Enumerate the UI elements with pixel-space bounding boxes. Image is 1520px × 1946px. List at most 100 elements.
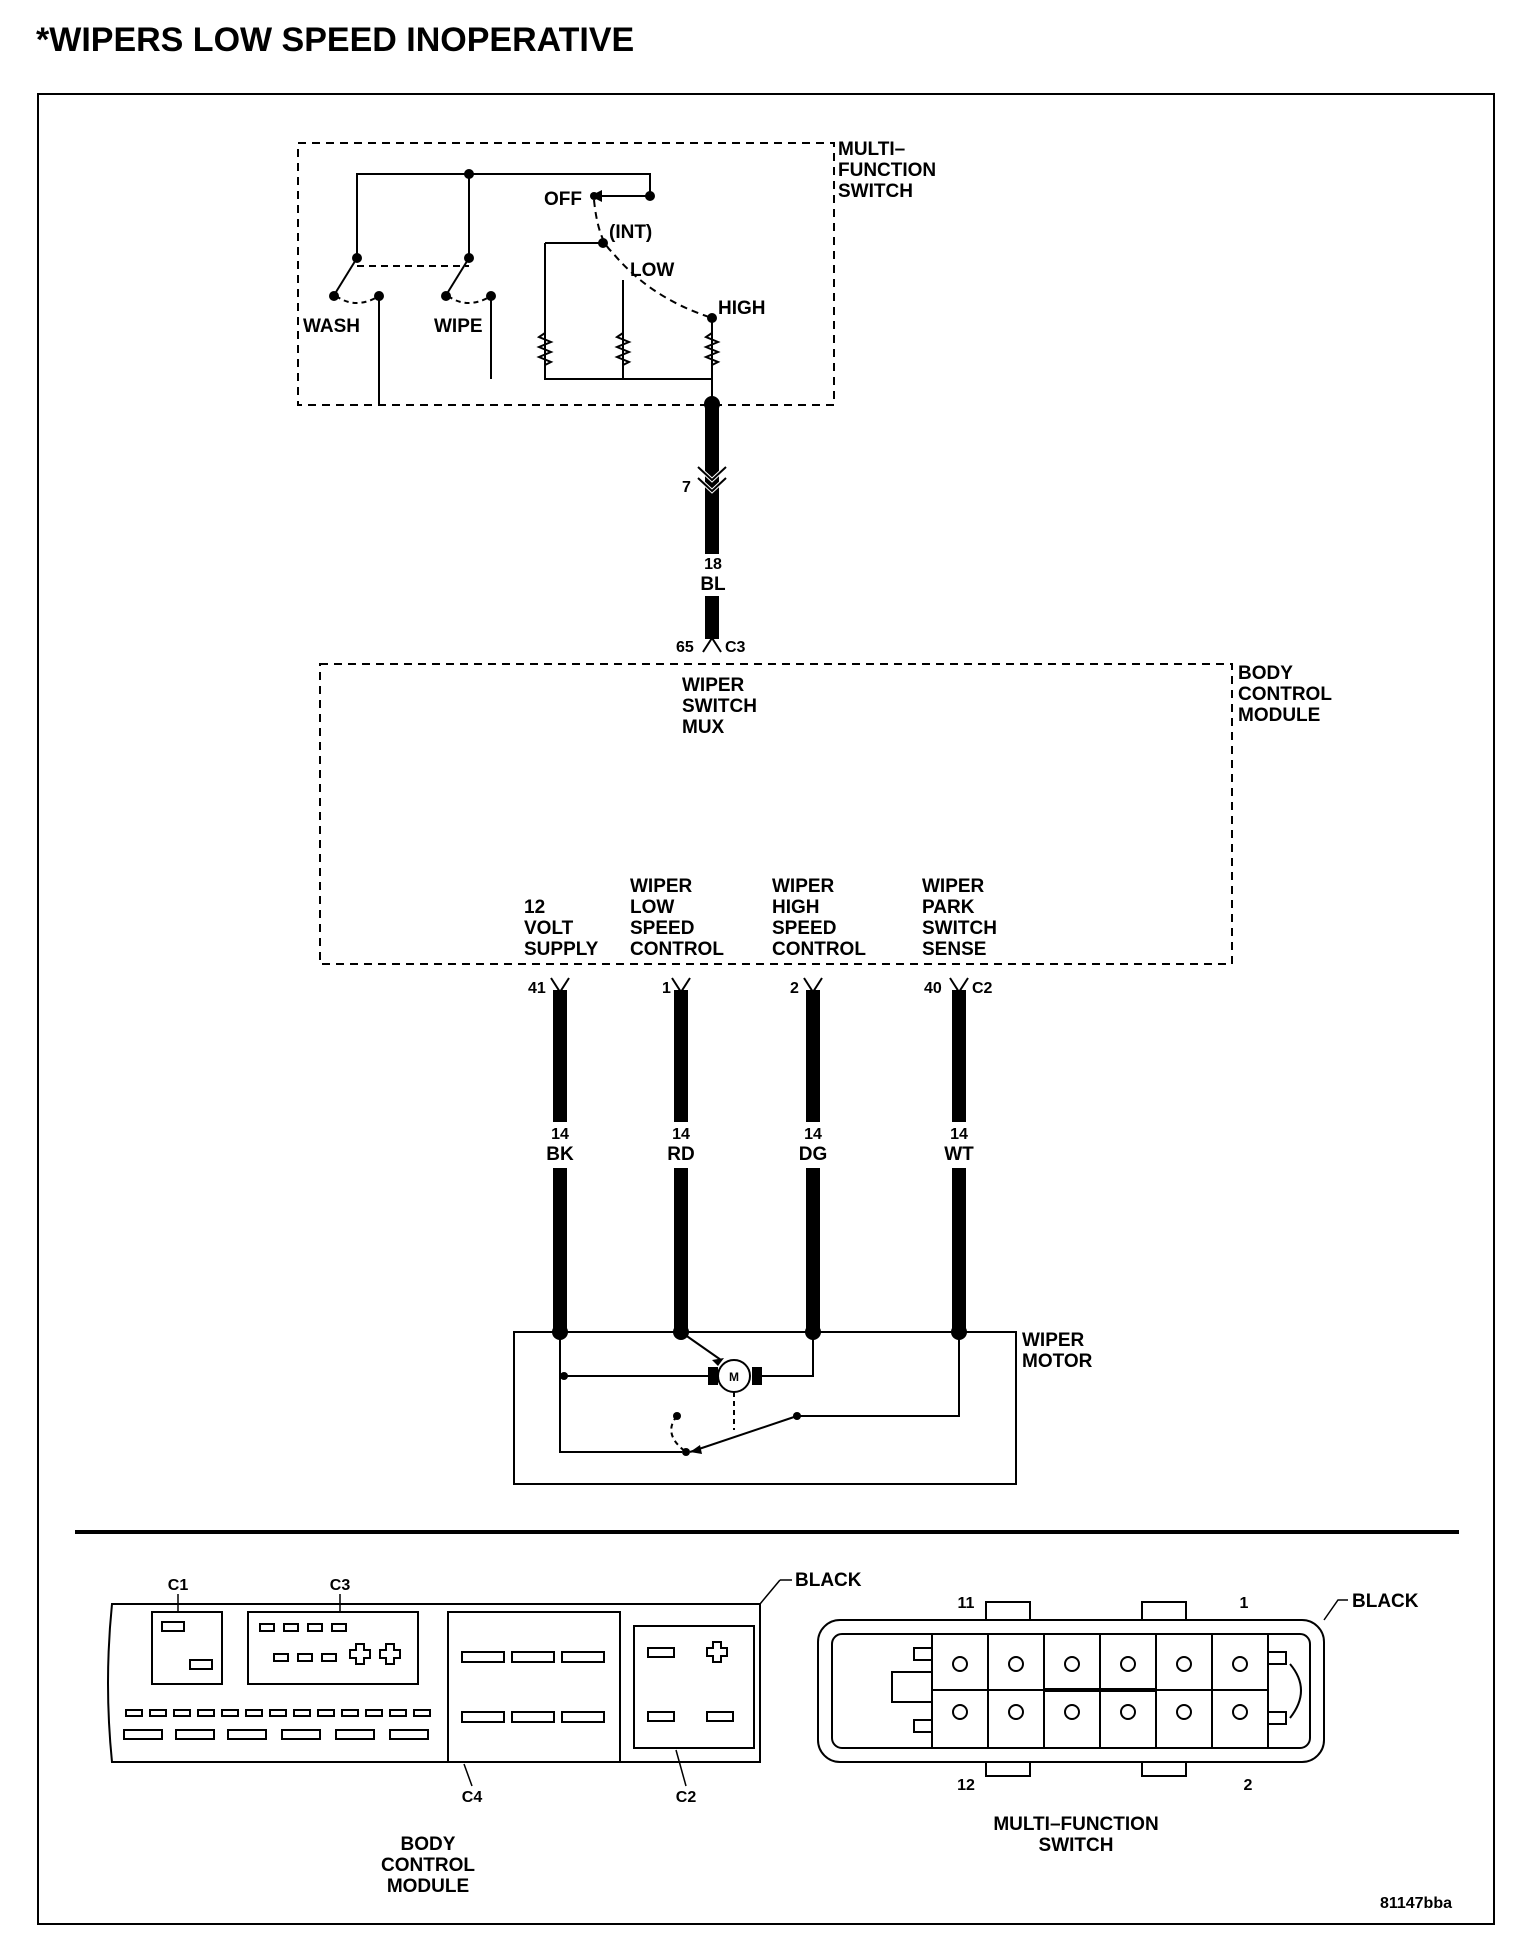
wire-park-sense: 40 C2 14 WT bbox=[924, 977, 993, 1330]
wash-label: WASH bbox=[303, 316, 360, 337]
wire-12v-pin: 41 bbox=[528, 980, 546, 997]
bcm-input-pin: 65 bbox=[676, 639, 694, 656]
out2-label-line-1: WIPER bbox=[630, 876, 693, 897]
out2-label-line-2: LOW bbox=[630, 897, 674, 918]
bcm-caption-line-2: CONTROL bbox=[381, 1855, 475, 1876]
wiper-switch-mux-line-1: WIPER bbox=[682, 675, 745, 696]
mfs-cavity-grid bbox=[891, 1633, 1302, 1749]
wire-low-speed: 1 14 RD bbox=[662, 977, 698, 1330]
motor-symbol: M bbox=[708, 1358, 762, 1393]
bcm-caption-line-3: MODULE bbox=[387, 1876, 469, 1897]
c3-block bbox=[247, 1611, 419, 1685]
wiper-switch-mux-line-3: MUX bbox=[682, 717, 725, 738]
wiper-motor-name-line-2: MOTOR bbox=[1022, 1351, 1093, 1372]
wipe-throw-arc bbox=[447, 295, 492, 304]
mfs-pin-11: 11 bbox=[958, 1595, 975, 1612]
mfs-contacts bbox=[329, 169, 717, 323]
low-resistor bbox=[614, 332, 632, 366]
mfs-connector-color: BLACK bbox=[1352, 1591, 1419, 1612]
position-high-label: HIGH bbox=[718, 298, 766, 319]
park-switch-arc bbox=[670, 1415, 687, 1453]
bcm-connector-view: BLACK C1 C3 bbox=[107, 1570, 862, 1897]
wash-throw-arc bbox=[335, 295, 380, 304]
position-low-label: LOW bbox=[630, 260, 674, 281]
mfs-internal-conductors bbox=[356, 173, 713, 404]
out3-label-line-1: WIPER bbox=[772, 876, 835, 897]
wiper-motor-housing bbox=[513, 1331, 1017, 1485]
wire-park-color: WT bbox=[944, 1144, 974, 1165]
wiper-motor-name-line-1: WIPER bbox=[1022, 1330, 1085, 1351]
wire-low-gauge: 14 bbox=[672, 1126, 690, 1143]
bcm-caption-line-1: BODY bbox=[401, 1834, 456, 1855]
wipe-label: WIPE bbox=[434, 316, 483, 337]
out4-label-line-4: SENSE bbox=[922, 939, 986, 960]
c1-label: C1 bbox=[168, 1577, 189, 1594]
mfs-name-line-3: SWITCH bbox=[838, 181, 913, 202]
wire-park-connector: C2 bbox=[972, 980, 993, 997]
position-off-label: OFF bbox=[544, 189, 582, 210]
motor-symbol-label: M bbox=[729, 1370, 739, 1384]
c2-label: C2 bbox=[676, 1789, 697, 1806]
mfs-wire-color: BL bbox=[700, 574, 726, 595]
mfs-connector-outline bbox=[817, 1619, 1325, 1763]
c3-label: C3 bbox=[330, 1577, 351, 1594]
mfs-pin-1: 1 bbox=[1240, 1595, 1249, 1612]
out4-label-line-3: SWITCH bbox=[922, 918, 997, 939]
multifunction-switch-housing bbox=[297, 142, 835, 406]
mfs-caption-line-2: SWITCH bbox=[1039, 1835, 1114, 1856]
bcm-name-line-1: BODY bbox=[1238, 663, 1293, 684]
mfs-cavity-number: 7 bbox=[682, 479, 691, 496]
out4-label-line-1: WIPER bbox=[922, 876, 985, 897]
wire-high-speed: 2 14 DG bbox=[790, 977, 830, 1330]
mfs-to-bcm-wire: 7 18 BL 65 C3 bbox=[676, 396, 746, 656]
out1-label-line-1: 12 bbox=[524, 897, 545, 918]
wiper-motor: WIPER MOTOR M bbox=[513, 1324, 1093, 1485]
wire-high-color: DG bbox=[799, 1144, 828, 1165]
out2-label-line-3: SPEED bbox=[630, 918, 694, 939]
wire-low-color: RD bbox=[667, 1144, 694, 1165]
out2-label-line-4: CONTROL bbox=[630, 939, 724, 960]
wire-park-pin: 40 bbox=[924, 980, 942, 997]
wire-high-pin: 2 bbox=[790, 980, 799, 997]
mfs-pin-12: 12 bbox=[957, 1777, 975, 1794]
mfs-pin-2: 2 bbox=[1244, 1777, 1253, 1794]
section-divider bbox=[75, 1530, 1459, 1534]
c4-block bbox=[447, 1611, 621, 1763]
figure-id: 81147bba bbox=[1380, 1895, 1452, 1912]
out4-label-line-2: PARK bbox=[922, 897, 975, 918]
diagram-frame bbox=[37, 93, 1495, 1925]
wire-12v-gauge: 14 bbox=[551, 1126, 569, 1143]
bcm-input-pin-mark bbox=[702, 636, 722, 653]
rotary-sweep bbox=[593, 199, 713, 319]
mfs-wire-gauge: 18 bbox=[704, 556, 722, 573]
bcm-connector-color: BLACK bbox=[795, 1570, 862, 1591]
out3-label-line-4: CONTROL bbox=[772, 939, 866, 960]
motor-internal-wiring bbox=[559, 1331, 960, 1453]
wire-12v-color: BK bbox=[546, 1144, 574, 1165]
bcm-input-connector: C3 bbox=[725, 639, 746, 656]
high-resistor bbox=[703, 332, 721, 366]
bcm-name-line-2: CONTROL bbox=[1238, 684, 1332, 705]
bcm-name-line-3: MODULE bbox=[1238, 705, 1320, 726]
position-int-label: (INT) bbox=[609, 222, 652, 243]
bcm-output-wires: 41 14 BK 1 14 RD 2 14 DG 40 C2 bbox=[528, 977, 993, 1330]
int-resistor bbox=[536, 332, 554, 366]
mfs-connector-view: BLACK 11 1 12 2 MULTI–FUNCTION SWITCH bbox=[817, 1591, 1419, 1856]
out3-label-line-2: HIGH bbox=[772, 897, 820, 918]
c4-label: C4 bbox=[462, 1789, 483, 1806]
bcm-housing bbox=[319, 663, 1233, 965]
wire-low-pin: 1 bbox=[662, 980, 671, 997]
wipe-switch-arm bbox=[447, 257, 470, 293]
c2-block bbox=[633, 1625, 755, 1749]
diagram-title: *WIPERS LOW SPEED INOPERATIVE bbox=[36, 21, 634, 59]
mfs-caption-line-1: MULTI–FUNCTION bbox=[993, 1814, 1158, 1835]
bcm-connector-outline bbox=[107, 1603, 761, 1763]
multifunction-switch: MULTI– FUNCTION SWITCH bbox=[297, 139, 936, 406]
wire-high-gauge: 14 bbox=[804, 1126, 822, 1143]
mfs-name-line-1: MULTI– bbox=[838, 139, 905, 160]
c1-block bbox=[151, 1611, 223, 1685]
body-control-module: BODY CONTROL MODULE WIPER SWITCH MUX 12 … bbox=[319, 663, 1332, 965]
out3-label-line-3: SPEED bbox=[772, 918, 836, 939]
out1-label-line-3: SUPPLY bbox=[524, 939, 599, 960]
